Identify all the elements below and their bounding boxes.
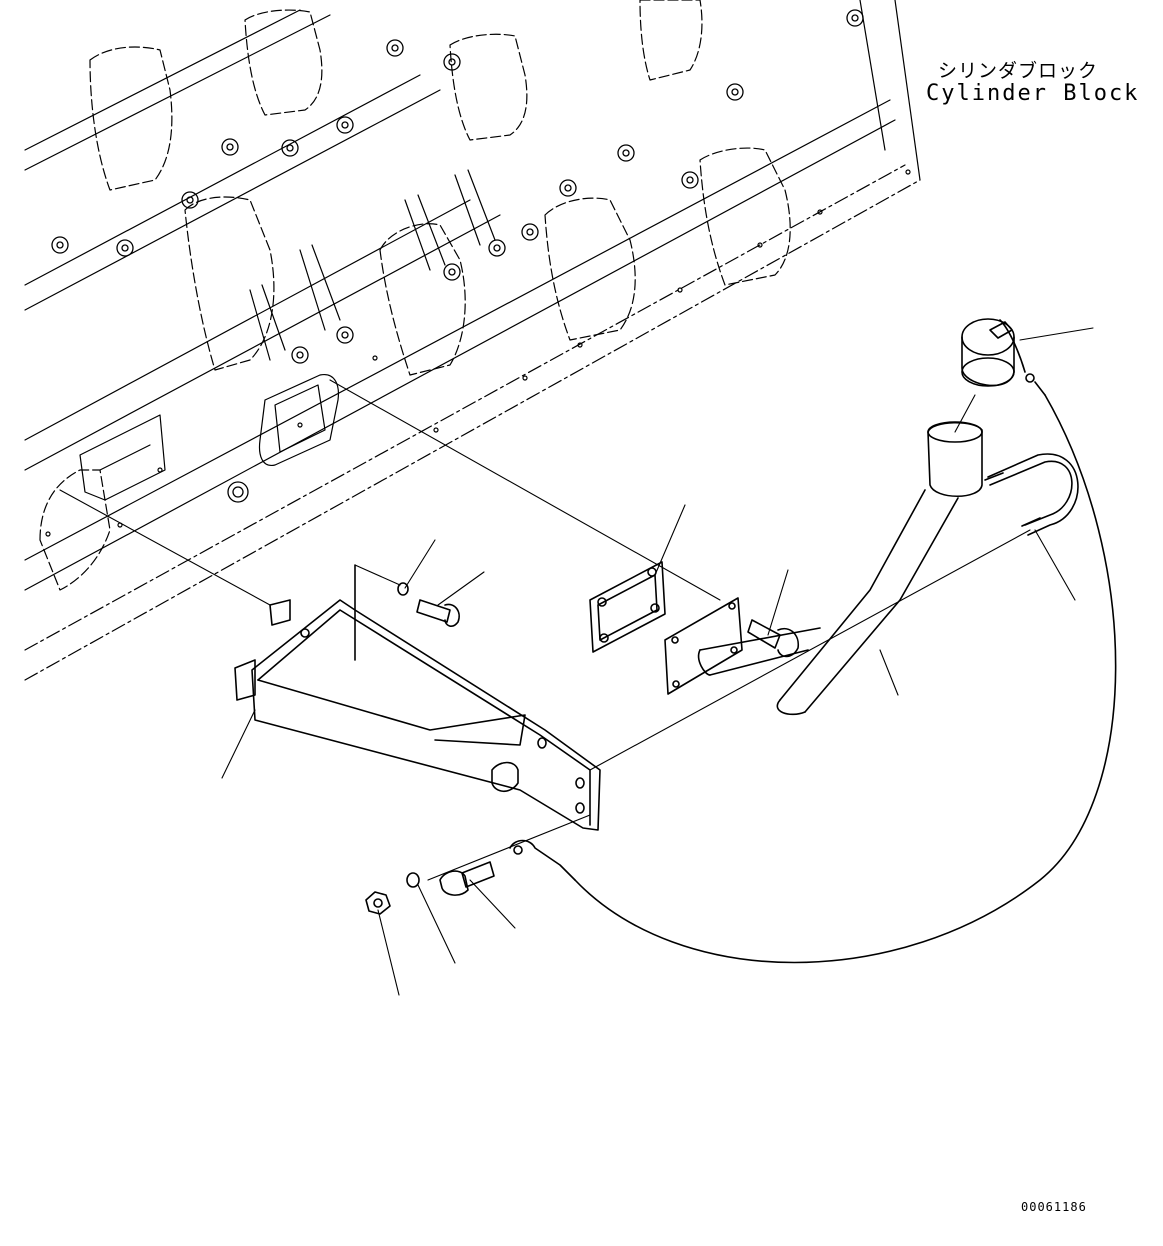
- chain-tether: [509, 394, 1117, 964]
- u-clip: [984, 453, 1079, 536]
- drawing-number: 00061186: [1021, 1200, 1087, 1214]
- flange-bolt: [747, 619, 800, 658]
- bolt-top: [416, 599, 460, 627]
- tube-flange: [664, 597, 743, 695]
- filler-cap: [961, 318, 1046, 396]
- washer-bottom: [406, 872, 420, 888]
- filler-tube: [697, 421, 983, 716]
- cylinder-block-label-en: Cylinder Block: [926, 81, 1140, 106]
- cylinder-block-label-jp: シリンダブロック: [938, 60, 1099, 82]
- washer-top: [397, 582, 409, 596]
- bolt-bottom: [439, 861, 495, 896]
- nut: [365, 891, 391, 915]
- gasket: [589, 561, 666, 653]
- cylinder-block-phantom: [24, 0, 921, 681]
- mounting-bracket: [234, 564, 601, 831]
- leader-lines: [59, 327, 1094, 996]
